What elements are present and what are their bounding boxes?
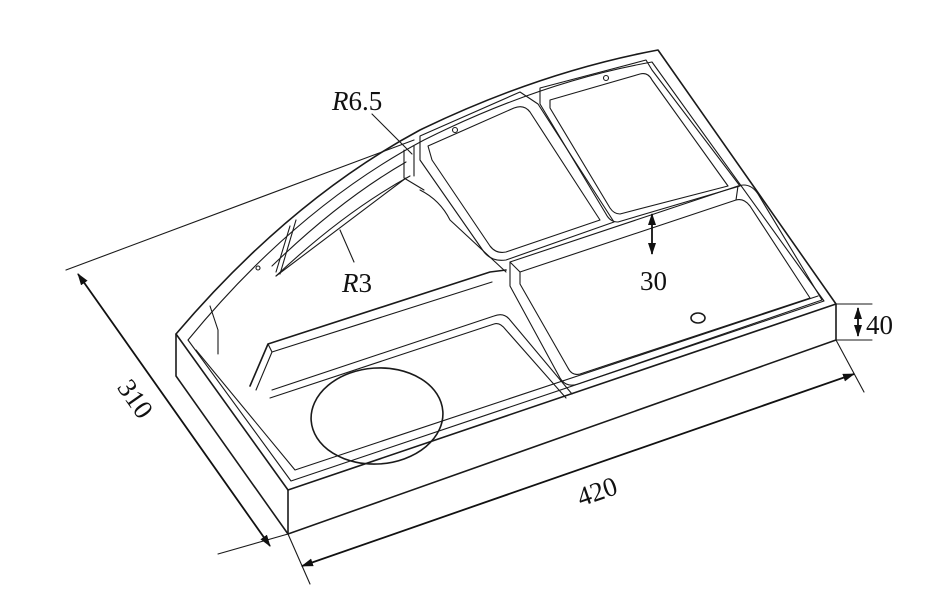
radius-small-label: R3 [341,268,372,298]
width-value: 310 [111,374,159,424]
hole-right [602,74,610,82]
rim-inner [187,61,825,482]
rib-spacing-value: 30 [640,266,667,296]
tray-body [175,49,837,535]
long-rib [249,269,507,391]
center-back-pocket [419,91,615,261]
radius-callout-large: R6.5 [331,86,413,155]
height-value: 40 [866,310,893,340]
dimension-height: 40 [835,303,893,341]
left-wedge [209,145,507,355]
hole-left [255,265,261,271]
floor-edge [195,295,819,471]
radius-large-label: R6.5 [331,86,382,116]
length-value: 420 [573,471,621,513]
dimension-rib-spacing: 30 [640,213,667,296]
circular-cutout [310,367,444,465]
drain-hole [690,312,706,324]
radius-callout-small: R3 [339,229,372,298]
right-back-pocket [539,59,741,223]
hole-center [451,126,459,134]
dimension-width: 310 [65,139,415,555]
rim-outer [175,49,837,491]
front-face [175,303,837,535]
